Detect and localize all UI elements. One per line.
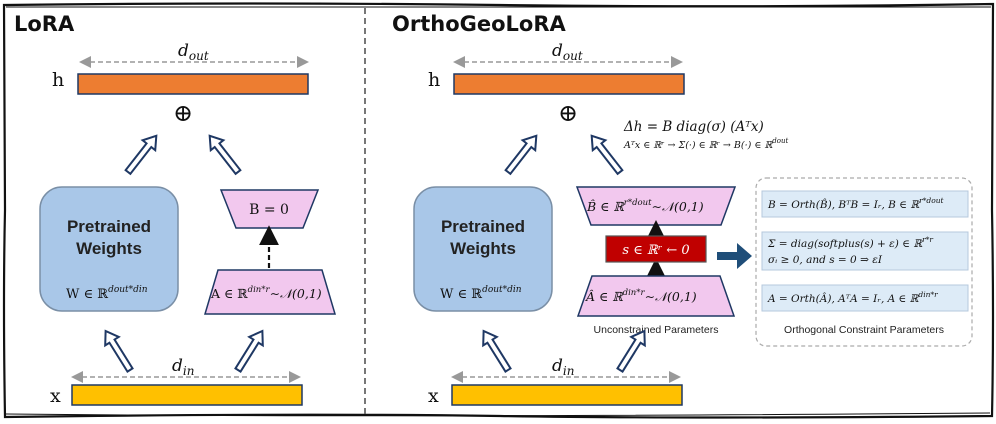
- ortho-s-vector-box: [605, 235, 707, 263]
- lora-dout-label: dout: [178, 41, 209, 63]
- lora-x-to-weights-arrow: [97, 325, 138, 376]
- ortho-h-label: h: [428, 69, 440, 91]
- lora-pretrained-weights-box: [39, 186, 179, 312]
- constraint-b-box: [761, 190, 969, 218]
- orthogeolora-title: OrthoGeoLoRA: [392, 12, 567, 36]
- ortho-sum-symbol: ⊕: [558, 99, 578, 127]
- lora-w-dim: W ∈ ℝdout*din: [66, 285, 148, 302]
- lora-input-bar: [71, 384, 303, 406]
- ortho-s-label: s ∈ ℝʳ ← 0: [622, 243, 689, 258]
- ortho-ahat-label: Â ∈ ℝdin*r∼𝒩(0,1): [585, 288, 697, 304]
- ortho-x-to-weights-arrow: [475, 325, 516, 376]
- ortho-pretrained-line2: Weights: [450, 239, 516, 258]
- constraint-sigma-text-1: Σ = diag(softplus(s) + ε) ∈ ℝr*r: [767, 235, 933, 250]
- ortho-bhat-label: B̂ ∈ ℝr*dout∼𝒩(0,1): [586, 198, 704, 214]
- lora-a-matrix-box: [203, 269, 337, 315]
- ortho-din-label: din: [552, 356, 574, 378]
- ortho-x-label: x: [428, 385, 439, 407]
- unconstrained-params-label: Unconstrained Parameters: [594, 324, 719, 336]
- ortho-output-bar: [453, 73, 685, 95]
- lora-x-to-a-arrow: [230, 325, 271, 376]
- ortho-dout-label: dout: [552, 41, 583, 63]
- constraint-sigma-box: [761, 231, 969, 271]
- constraint-b-text: B = Orth(B̂), BᵀB = Iᵣ, B ∈ ℝr*dout: [767, 196, 945, 211]
- ortho-pretrained-weights-box: [413, 186, 553, 312]
- constraint-panel-title: Orthogonal Constraint Parameters: [784, 324, 944, 336]
- lora-b-to-sum-arrow: [202, 129, 246, 178]
- ortho-input-bar: [451, 384, 683, 406]
- ortho-weights-to-sum-arrow: [500, 129, 544, 178]
- to-constraint-arrow: [717, 243, 752, 269]
- ortho-flow-formula: Aᵀx ∈ ℝʳ → Σ(·) ∈ ℝʳ → B(·) ∈ ℝdout: [623, 137, 788, 151]
- lora-b-label: B = 0: [249, 202, 289, 218]
- constraint-a-box: [761, 284, 969, 312]
- lora-sum-symbol: ⊕: [173, 99, 193, 127]
- constraint-sigma-text-2: σᵢ ≥ 0, and s = 0 ⇒ εI: [768, 254, 883, 266]
- lora-output-bar: [77, 73, 309, 95]
- lora-pretrained-line2: Weights: [76, 239, 142, 258]
- ortho-delta-h-formula: Δh = B diag(σ) (Aᵀx): [623, 119, 764, 135]
- ortho-pretrained-line1: Pretrained: [441, 217, 525, 236]
- ortho-b-to-sum-arrow: [584, 129, 628, 178]
- ortho-w-dim: W ∈ ℝdout*din: [440, 285, 522, 302]
- lora-title: LoRA: [14, 12, 75, 36]
- lora-pretrained-line1: Pretrained: [67, 217, 151, 236]
- lora-h-label: h: [52, 69, 64, 91]
- constraint-a-text: A = Orth(Â), AᵀA = Iᵣ, A ∈ ℝdin*r: [767, 290, 938, 305]
- lora-din-label: din: [172, 356, 194, 378]
- lora-weights-to-sum-arrow: [120, 129, 164, 178]
- lora-a-label: A ∈ ℝdin*r∼𝒩(0,1): [210, 285, 322, 301]
- lora-b-matrix-box: [219, 189, 320, 229]
- lora-x-label: x: [50, 385, 61, 407]
- ortho-ahat-box: [576, 275, 736, 317]
- ortho-bhat-box: [575, 186, 737, 226]
